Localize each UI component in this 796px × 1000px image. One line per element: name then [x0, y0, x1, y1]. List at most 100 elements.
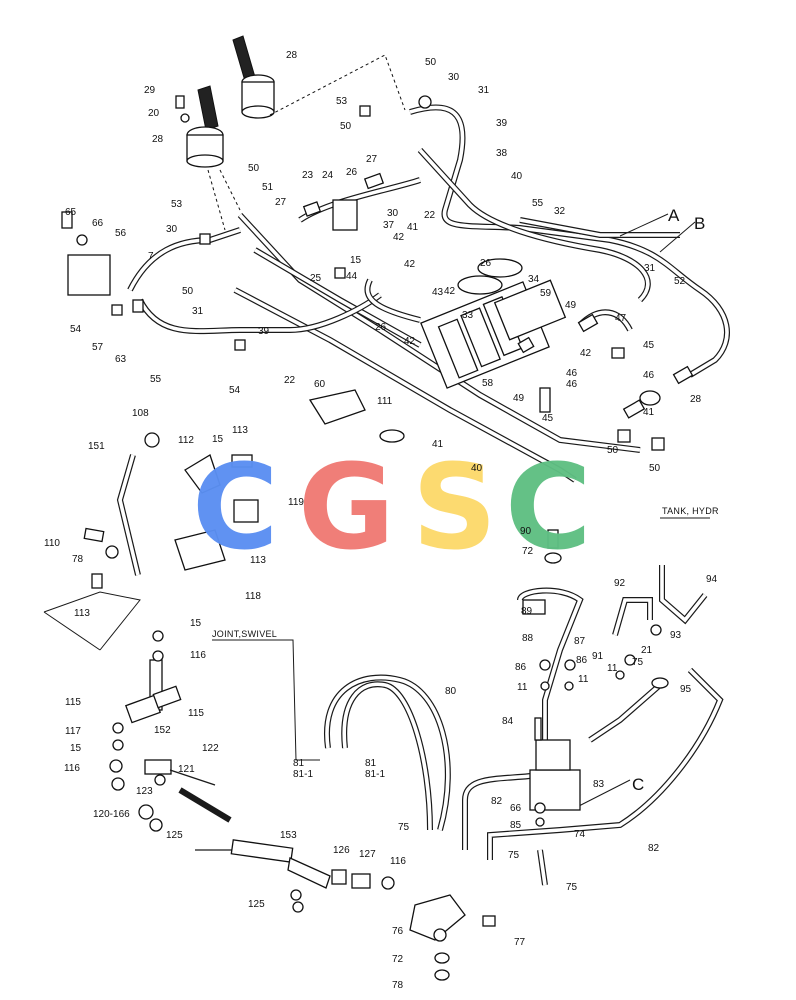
callout: 120-166 — [93, 809, 130, 820]
callout: 90 — [520, 526, 532, 537]
callout: 45 — [542, 413, 554, 424]
callout: 50 — [649, 463, 661, 474]
callout: 88 — [522, 633, 534, 644]
callout: 112 — [178, 435, 194, 446]
callout: 34 — [528, 274, 540, 285]
callout: 26 — [375, 322, 387, 333]
callout: 125 — [166, 830, 183, 841]
callout: 50 — [340, 121, 352, 132]
callout: 22 — [284, 375, 296, 386]
callout: 53 — [171, 199, 183, 210]
callout: 33 — [462, 310, 474, 321]
callout: 123 — [136, 786, 153, 797]
callout: 31 — [192, 306, 204, 317]
callout: 21 — [641, 645, 653, 656]
callout: 86 — [576, 655, 588, 666]
callout: 15 — [350, 255, 362, 266]
callout: 46 — [643, 370, 655, 381]
callout: 7 — [148, 251, 154, 262]
callout: 28 — [152, 134, 164, 145]
lower-cable-and-valve — [195, 839, 496, 981]
callout: 20 — [148, 108, 160, 119]
callout: 115 — [188, 708, 204, 719]
callout: 126 — [333, 845, 350, 856]
callout: 54 — [70, 324, 82, 335]
callout: 113 — [232, 425, 248, 436]
joystick-left — [186, 85, 224, 168]
callout: 94 — [706, 574, 718, 585]
callout: 41 — [643, 407, 655, 418]
callout: 32 — [554, 206, 566, 217]
callout: 51 — [262, 182, 274, 193]
callout: 42 — [404, 336, 416, 347]
callout: 39 — [258, 326, 270, 337]
swivel-joint-hoses — [323, 667, 724, 886]
callout: 50 — [248, 163, 260, 174]
callout: 55 — [532, 198, 544, 209]
callout: 66 — [92, 218, 104, 229]
callout: 43 — [432, 287, 444, 298]
callout: 119 — [288, 497, 304, 508]
lever-linkage — [43, 454, 259, 832]
callout: 95 — [680, 684, 692, 695]
callout: 46 — [566, 379, 578, 390]
callout: 53 — [336, 96, 348, 107]
callout: 25 — [310, 273, 322, 284]
callout: 39 — [496, 118, 508, 129]
callout: 26 — [346, 167, 358, 178]
callout: 27 — [275, 197, 287, 208]
callout: 38 — [496, 148, 508, 159]
callout: 55 — [150, 374, 162, 385]
callout: 11 — [607, 663, 618, 674]
callout: 15 — [70, 743, 82, 754]
callout: 27 — [366, 154, 378, 165]
callout: 89 — [521, 606, 533, 617]
callout: 11 — [517, 682, 528, 693]
callout: 93 — [670, 630, 682, 641]
callout: 72 — [522, 546, 534, 557]
callout: 41 — [407, 222, 419, 233]
callout: 23 — [302, 170, 314, 181]
callout: 80 — [445, 686, 457, 697]
callout: 75 — [508, 850, 520, 861]
callout: 116 — [390, 856, 406, 867]
callout: 42 — [404, 259, 416, 270]
caption-leaders — [212, 517, 710, 761]
callout: 76 — [392, 926, 404, 937]
callout: 49 — [565, 300, 577, 311]
callout-labels: 28 29 20 28 50 30 53 31 50 39 38 27 26 4… — [44, 50, 718, 991]
callout: 59 — [540, 288, 552, 299]
callout: 151 — [88, 441, 105, 452]
callout: 57 — [92, 342, 104, 353]
callout: 118 — [245, 591, 261, 602]
callout: 42 — [444, 286, 456, 297]
callout: 30 — [448, 72, 460, 83]
watermark: C G S C — [192, 438, 592, 576]
callout: 24 — [322, 170, 334, 181]
upper-fittings — [61, 95, 694, 451]
callout: 26 — [480, 258, 492, 269]
callout: 115 — [65, 697, 81, 708]
caption-joint-swivel: JOINT,SWIVEL — [212, 629, 277, 639]
callout: 56 — [115, 228, 127, 239]
callout: 108 — [132, 408, 149, 419]
callout: 85 — [510, 820, 522, 831]
callout: 74 — [574, 829, 586, 840]
callout: 28 — [690, 394, 702, 405]
callout: 111 — [377, 396, 393, 407]
callout: 50 — [182, 286, 194, 297]
callout: 121 — [178, 764, 195, 775]
callout: 116 — [64, 763, 80, 774]
callout: 37 — [383, 220, 395, 231]
callout: 54 — [229, 385, 241, 396]
callout: 113 — [250, 555, 266, 566]
tank-lines — [517, 529, 708, 827]
callout: 58 — [482, 378, 494, 389]
callout: 30 — [387, 208, 399, 219]
callout: 40 — [471, 463, 483, 474]
callout: 78 — [72, 554, 84, 565]
watermark-letter-3: S — [412, 438, 497, 576]
callout: 63 — [115, 354, 127, 365]
callout: 113 — [74, 608, 90, 619]
